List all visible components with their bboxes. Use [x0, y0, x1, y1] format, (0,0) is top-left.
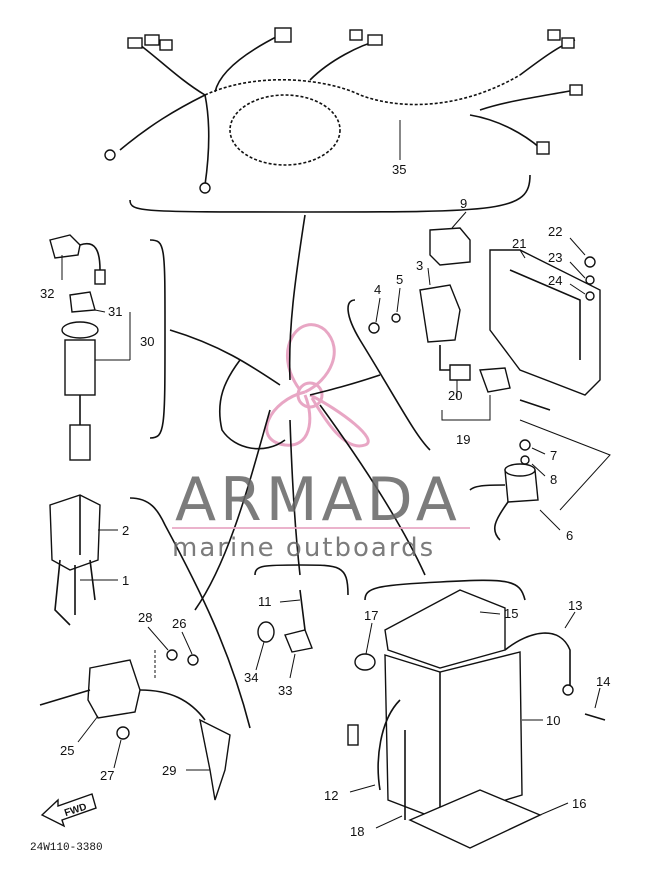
callout-20: 20: [448, 388, 462, 403]
watermark-title: ARMADA: [175, 465, 461, 535]
callout-13: 13: [568, 598, 582, 613]
cdi-bracket-line: [129, 497, 251, 729]
callout-5: 5: [396, 272, 403, 287]
callout-34: 34: [244, 670, 258, 685]
callout-10: 10: [546, 713, 560, 728]
main-switch: [49, 234, 106, 461]
battery: [347, 589, 606, 849]
callout-32: 32: [40, 286, 54, 301]
fwd-arrow-icon: FWD: [40, 793, 97, 828]
callout-21: 21: [512, 236, 526, 251]
watermark: ARMADA marine outboards: [172, 465, 470, 563]
callout-28: 28: [138, 610, 152, 625]
cdi-bracket-outline: [347, 299, 431, 451]
callout-23: 23: [548, 250, 562, 265]
callout-4: 4: [374, 282, 381, 297]
harness-bracket: [129, 174, 531, 213]
callout-24: 24: [548, 273, 562, 288]
cdi-bracket: [368, 227, 601, 411]
callout-6: 6: [566, 528, 573, 543]
callout-3: 3: [416, 258, 423, 273]
callout-25: 25: [60, 743, 74, 758]
callout-16: 16: [572, 796, 586, 811]
callout-29: 29: [162, 763, 176, 778]
drawing-code: 24W110-3380: [30, 842, 103, 854]
watermark-logo: [265, 323, 370, 448]
ignition-coil: [39, 649, 231, 801]
callout-33: 33: [278, 683, 292, 698]
callout-22: 22: [548, 224, 562, 239]
callout-14: 14: [596, 674, 610, 689]
callout-9: 9: [460, 196, 467, 211]
callout-18: 18: [350, 824, 364, 839]
callout-2: 2: [122, 523, 129, 538]
switch-bracket: [149, 239, 166, 439]
callout-12: 12: [324, 788, 338, 803]
temperature-sensor: [257, 589, 313, 653]
starter-relay: [469, 419, 611, 541]
callout-19: 19: [456, 432, 470, 447]
watermark-subtitle: marine outboards: [172, 533, 435, 563]
callout-7: 7: [550, 448, 557, 463]
callout-27: 27: [100, 768, 114, 783]
callout-1: 1: [122, 573, 129, 588]
battery-bracket: [364, 579, 526, 601]
central-wiring: [169, 214, 426, 611]
callout-15: 15: [504, 606, 518, 621]
callout-35: 35: [392, 162, 406, 177]
callout-8: 8: [550, 472, 557, 487]
callout-26: 26: [172, 616, 186, 631]
sensor-bracket: [254, 564, 349, 596]
callout-17: 17: [364, 608, 378, 623]
callout-30: 30: [140, 334, 154, 349]
callout-11: 11: [258, 594, 272, 609]
cdi-unit: [49, 494, 101, 626]
callout-31: 31: [108, 304, 122, 319]
wire-harness: [104, 27, 583, 194]
